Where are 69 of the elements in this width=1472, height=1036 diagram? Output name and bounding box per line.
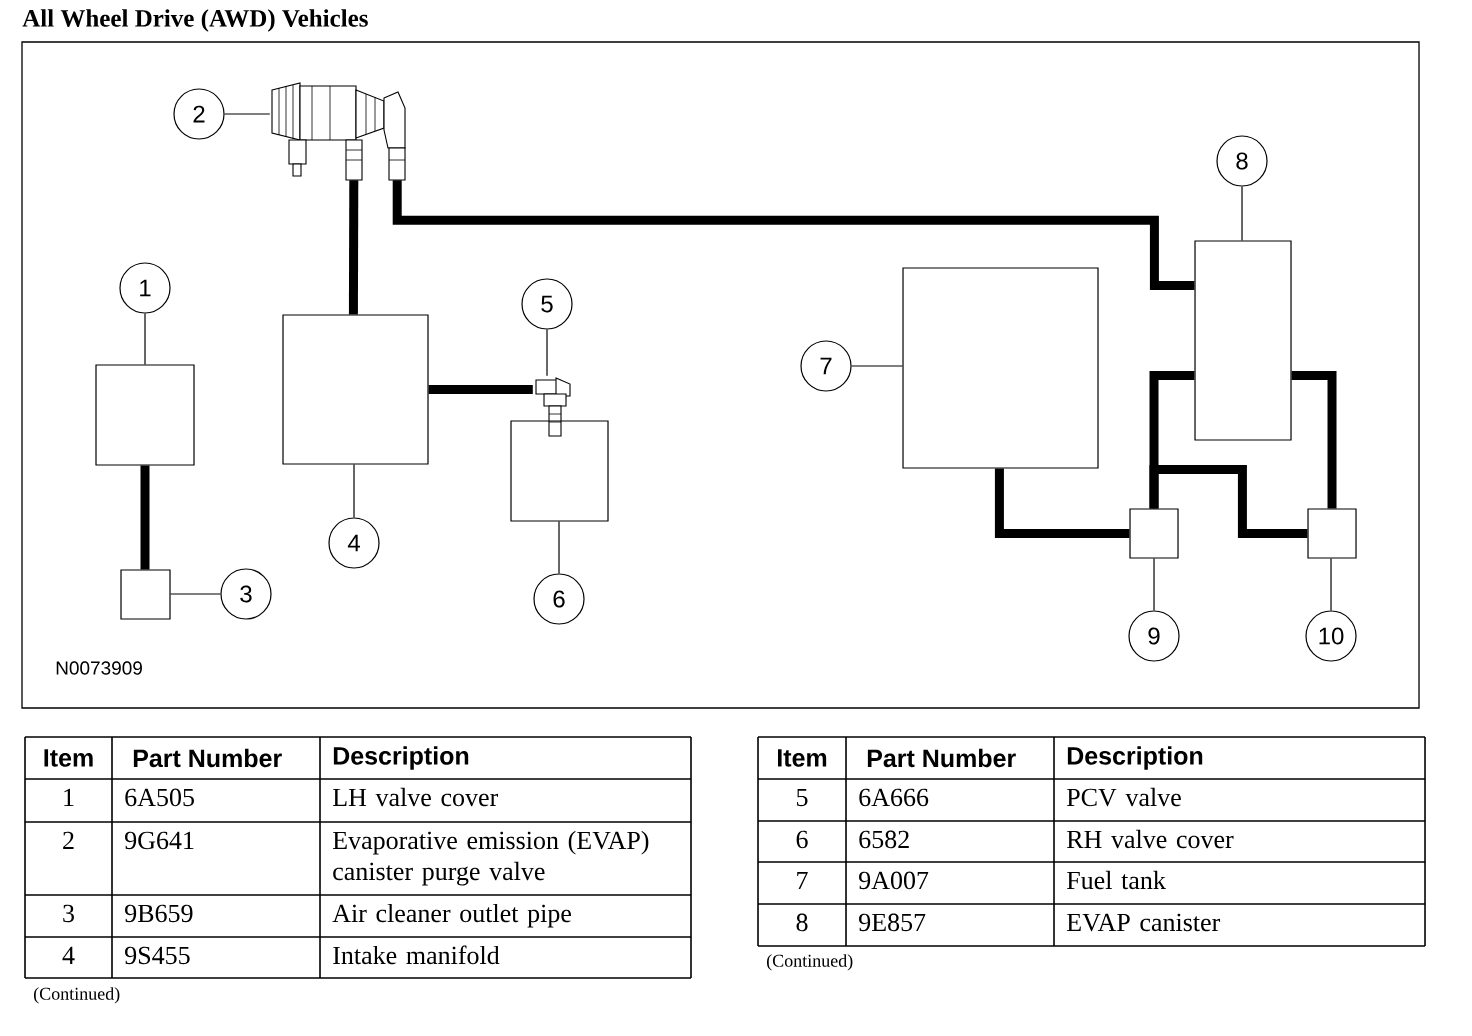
column-header: Description	[333, 746, 469, 770]
column-header: Item	[44, 749, 93, 767]
leader-line	[1330, 558, 1332, 611]
leader-line	[1241, 186, 1243, 241]
part-box	[902, 267, 1099, 469]
table-cell: 4	[62, 946, 75, 964]
column-header: Part Number	[867, 748, 1016, 768]
valve-drawing	[271, 82, 406, 181]
part-box	[95, 364, 195, 466]
hose	[1149, 464, 1308, 538]
table-cell: 2	[63, 831, 74, 849]
table-cell: 7	[797, 871, 808, 889]
column-header: Item	[778, 749, 827, 767]
callout-number: 2	[173, 88, 225, 140]
hose	[428, 385, 533, 394]
part-box	[282, 314, 429, 465]
column-header: Description	[1067, 746, 1203, 770]
note: (Continued)	[34, 987, 120, 1004]
table-cell: 9S455	[125, 946, 190, 965]
table-cell: 6A505	[125, 788, 194, 807]
title: All Wheel Drive (AWD) Vehicles	[22, 9, 368, 32]
table-cell: 5	[797, 788, 808, 807]
table-cell: Fuel tank	[1066, 870, 1166, 890]
drawing-number: N0073909	[56, 661, 142, 675]
callout-number: 9	[1128, 610, 1180, 662]
leader-line	[1153, 558, 1155, 611]
callout-number: 6	[533, 573, 585, 625]
callout-number: 8	[1216, 135, 1268, 187]
callout-number: 10	[1305, 610, 1357, 662]
table-cell: 9B659	[125, 904, 193, 923]
callout-number: 5	[521, 278, 573, 330]
part-box	[1129, 508, 1179, 559]
part-box	[120, 569, 171, 620]
leader-line	[224, 113, 271, 115]
part-box	[1307, 508, 1357, 559]
hose	[994, 468, 1130, 538]
part-box	[510, 420, 609, 522]
hose	[348, 180, 359, 315]
callout-number: 3	[220, 568, 272, 620]
part-box	[1194, 240, 1292, 441]
table-cell: RH valve cover	[1066, 829, 1234, 849]
leader-line	[170, 593, 221, 595]
leader-line	[546, 329, 548, 377]
leader-line	[144, 313, 146, 365]
callout-number: 1	[119, 262, 171, 314]
table-cell: 6	[796, 830, 808, 849]
table-cell: 9A007	[859, 871, 929, 890]
table-cell: Air cleaner outlet pipe	[332, 903, 571, 928]
table-cell: 6A666	[859, 788, 929, 807]
leader-line	[353, 464, 355, 518]
leader-line	[558, 521, 560, 574]
table-cell: 9E857	[859, 913, 926, 932]
table-cell: PCV valve	[1066, 787, 1181, 807]
note: (Continued)	[767, 954, 853, 971]
table-cell: 3	[63, 904, 74, 923]
table-cell: EVAP canister	[1066, 913, 1221, 932]
table-cell: LH valve cover	[332, 787, 498, 807]
table-cell: Evaporative emission (EVAP) canister purge valve	[332, 830, 649, 886]
table-cell: 9G641	[125, 831, 194, 850]
hose	[140, 465, 150, 570]
leader-line	[851, 365, 903, 367]
column-header: Part Number	[133, 748, 282, 768]
table-cell: 6582	[859, 830, 909, 849]
callout-number: 4	[328, 517, 380, 569]
table-cell: Intake manifold	[333, 945, 500, 965]
table-cell: 8	[796, 913, 808, 932]
valve-drawing	[535, 377, 571, 437]
table-cell: 1	[64, 788, 74, 806]
callout-number: 7	[800, 340, 852, 392]
